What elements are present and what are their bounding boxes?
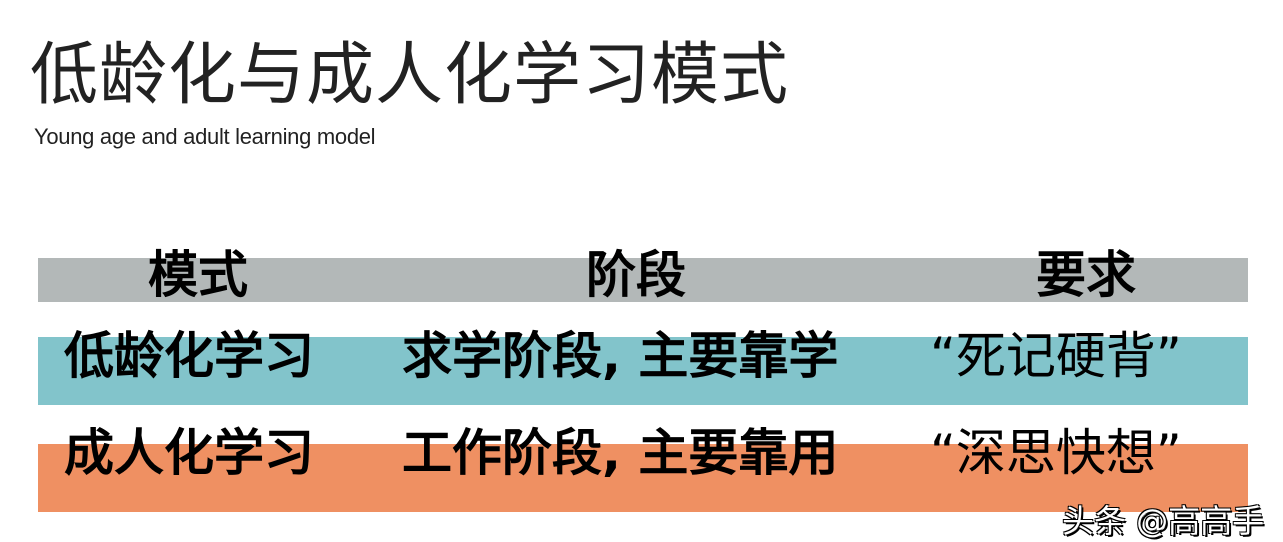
column-header-requirement: 要求: [1036, 246, 1136, 304]
row-young-mode: 低龄化学习: [64, 327, 314, 385]
watermark: 头条 @高高手: [1062, 502, 1265, 540]
row-band-adult: [38, 444, 1248, 512]
row-young-requirement: “死记硬背”: [930, 327, 1182, 385]
column-header-stage: 阶段: [586, 246, 686, 304]
row-adult-requirement: “深思快想”: [930, 424, 1182, 482]
page-title: 低龄化与成人化学习模式: [30, 36, 790, 115]
row-band-young: [38, 337, 1248, 405]
column-header-mode: 模式: [148, 246, 248, 304]
row-adult-mode: 成人化学习: [64, 424, 314, 482]
header-band: [38, 258, 1248, 302]
row-adult-stage: 工作阶段, 主要靠用: [402, 424, 839, 482]
page-subtitle: Young age and adult learning model: [34, 124, 376, 149]
row-young-stage: 求学阶段, 主要靠学: [402, 327, 839, 385]
